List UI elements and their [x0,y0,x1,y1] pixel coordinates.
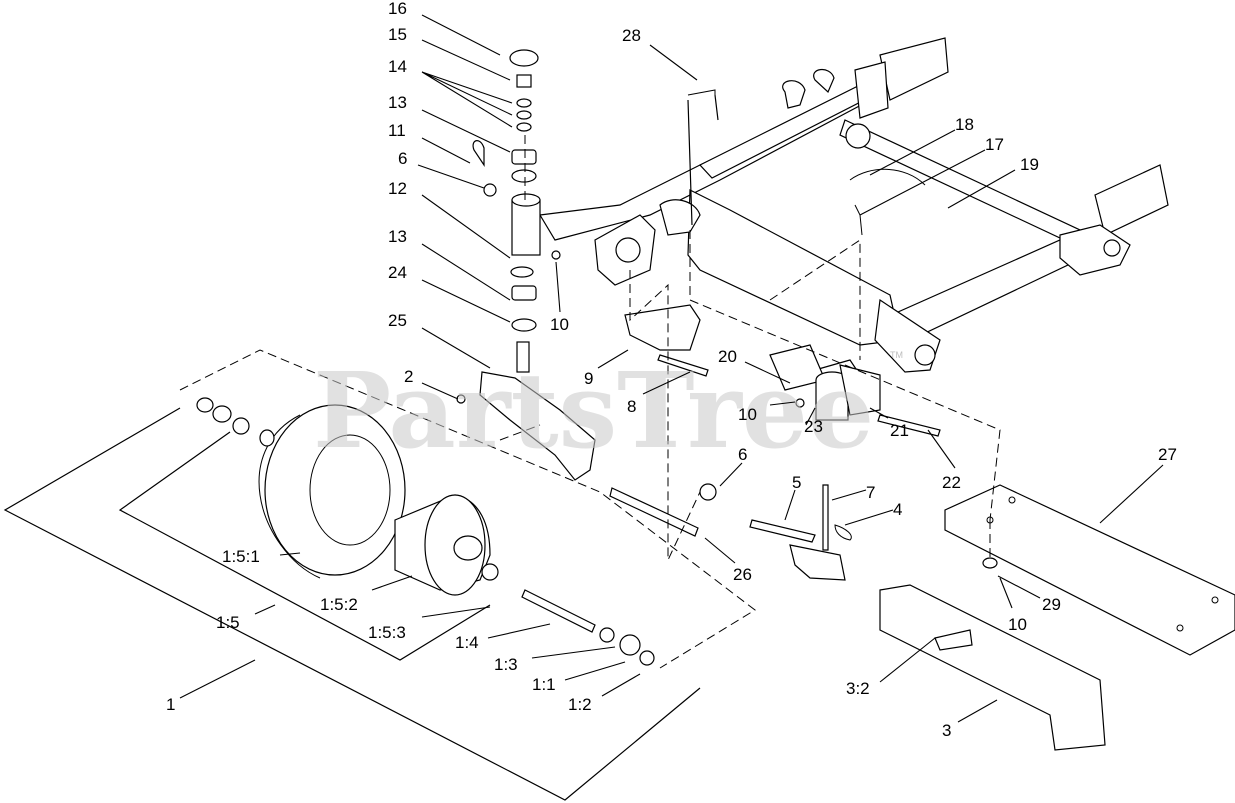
callout-10-plate: 10 [1008,615,1027,634]
callout-25: 25 [388,311,407,330]
callout-18: 18 [955,115,974,134]
callout-7: 7 [866,483,875,502]
wheel-assembly [196,397,699,666]
callout-28: 28 [622,26,641,45]
callout-23: 23 [804,417,823,436]
callout-8: 8 [627,397,636,416]
callout-20: 20 [718,347,737,366]
callout-11: 11 [388,121,406,140]
callout-1-4: 1:4 [455,633,479,652]
callout-2: 2 [404,367,413,386]
callout-labels: 16 15 14 13 11 6 12 13 24 25 10 2 28 18 … [166,0,1177,740]
callout-21: 21 [890,421,909,440]
lower-parts [624,89,1235,751]
callout-16: 16 [388,0,407,18]
callout-29: 29 [1042,595,1061,614]
callout-10-spindle: 10 [550,315,569,334]
callout-13-top: 13 [388,93,407,112]
callout-19: 19 [1020,155,1039,174]
callout-9: 9 [584,369,593,388]
callout-1-3: 1:3 [494,655,518,674]
callout-1: 1 [166,695,175,714]
caster-spindle-stack [456,49,596,481]
callout-1-1: 1:1 [532,675,556,694]
callout-4: 4 [893,500,902,519]
callout-17: 17 [985,135,1004,154]
watermark-trademark: TM [890,350,903,360]
callout-1-2: 1:2 [568,695,592,714]
callout-22: 22 [942,473,961,492]
callout-leaders [179,14,1164,723]
callout-6-top: 6 [398,149,407,168]
callout-27: 27 [1158,445,1177,464]
callout-1-5-2: 1:5:2 [320,595,358,614]
bracket-1 [3,407,701,801]
callout-5: 5 [792,473,801,492]
callout-1-5: 1:5 [216,613,240,632]
callout-26: 26 [733,565,752,584]
callout-3: 3 [942,721,951,740]
callout-1-5-1: 1:5:1 [222,547,260,566]
callout-10-bracket: 10 [738,405,757,424]
callout-24: 24 [388,263,407,282]
callout-12: 12 [388,179,407,198]
callout-1-5-3: 1:5:3 [368,623,406,642]
frame-assembly [539,37,1169,391]
callout-3-2: 3:2 [846,679,870,698]
callout-6-lower: 6 [738,445,747,464]
bracket-1-5 [118,431,491,661]
alignment-lines [179,135,1001,669]
callout-14: 14 [388,57,407,76]
callout-15: 15 [388,25,407,44]
callout-13-bottom: 13 [388,227,407,246]
sub-assembly-brackets [3,407,701,801]
watermark: PartsTree [313,349,874,472]
